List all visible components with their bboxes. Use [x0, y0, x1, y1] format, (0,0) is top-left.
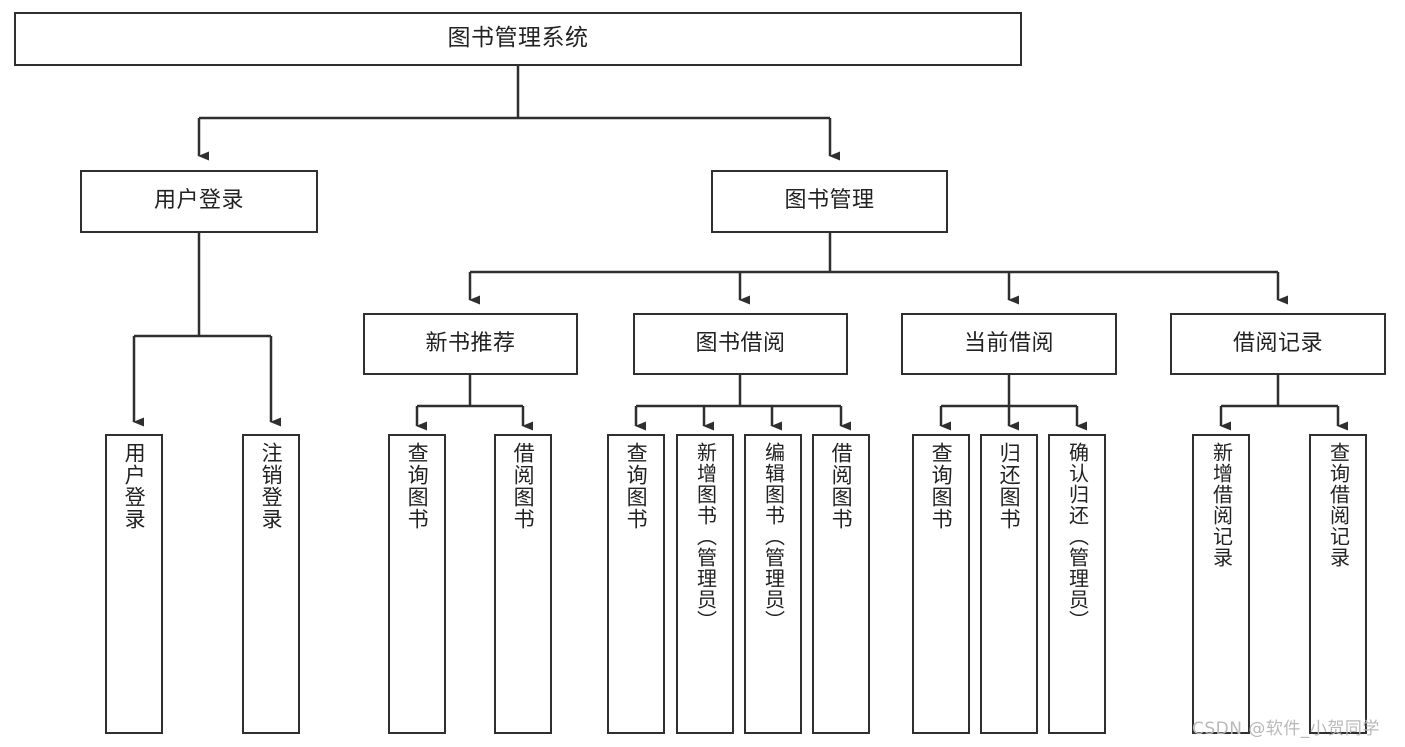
node-label: 新增借阅记录: [1209, 442, 1234, 568]
leaf-new-book-borrow-book[interactable]: 借阅图书: [494, 434, 552, 734]
node-label: 借阅记录: [1232, 330, 1323, 356]
node-book-management[interactable]: 图书管理: [711, 170, 948, 233]
leaf-current-borrow-confirm-return-admin[interactable]: 确认归还（管理员）: [1048, 434, 1106, 734]
leaf-borrow-record-add-record[interactable]: 新增借阅记录: [1192, 434, 1250, 734]
node-label: 编辑图书（管理员）: [761, 442, 786, 631]
node-label: 归还图书: [997, 442, 1022, 530]
leaf-book-borrow-query-book[interactable]: 查询图书: [607, 434, 665, 734]
csdn-watermark: CSDN @软件_小贺同学: [1192, 719, 1380, 739]
node-root-book-management-system[interactable]: 图书管理系统: [14, 12, 1022, 66]
node-label: 查询图书: [624, 442, 649, 530]
leaf-user-login-logout[interactable]: 注销登录: [242, 434, 300, 734]
leaf-borrow-record-query-record[interactable]: 查询借阅记录: [1309, 434, 1367, 734]
node-label: 用户登录: [153, 188, 244, 214]
node-user-login[interactable]: 用户登录: [80, 170, 318, 233]
node-label: 图书借阅: [695, 330, 786, 356]
leaf-book-borrow-add-book-admin[interactable]: 新增图书（管理员）: [676, 434, 734, 734]
node-new-book-recommend[interactable]: 新书推荐: [363, 313, 578, 375]
node-label: 用户登录: [122, 442, 147, 530]
node-label: 新书推荐: [425, 330, 516, 356]
node-book-borrow[interactable]: 图书借阅: [633, 313, 848, 375]
leaf-current-borrow-return-book[interactable]: 归还图书: [980, 434, 1038, 734]
node-label: 确认归还（管理员）: [1065, 442, 1090, 631]
node-label: 图书管理: [784, 188, 875, 214]
node-borrow-record[interactable]: 借阅记录: [1170, 313, 1386, 375]
node-label: 查询图书: [929, 442, 954, 530]
node-label: 当前借阅: [963, 330, 1054, 356]
leaf-new-book-query-book[interactable]: 查询图书: [388, 434, 446, 734]
node-label: 图书管理系统: [447, 25, 589, 52]
node-label: 借阅图书: [829, 442, 854, 530]
node-label: 新增图书（管理员）: [693, 442, 718, 631]
node-label: 查询图书: [405, 442, 430, 530]
node-label: 借阅图书: [511, 442, 536, 530]
leaf-book-borrow-borrow-book[interactable]: 借阅图书: [812, 434, 870, 734]
leaf-user-login-login[interactable]: 用户登录: [105, 434, 163, 734]
node-label: 查询借阅记录: [1326, 442, 1351, 568]
node-label: 注销登录: [259, 442, 284, 530]
leaf-book-borrow-edit-book-admin[interactable]: 编辑图书（管理员）: [744, 434, 802, 734]
leaf-current-borrow-query-book[interactable]: 查询图书: [912, 434, 970, 734]
node-current-borrow[interactable]: 当前借阅: [901, 313, 1117, 375]
